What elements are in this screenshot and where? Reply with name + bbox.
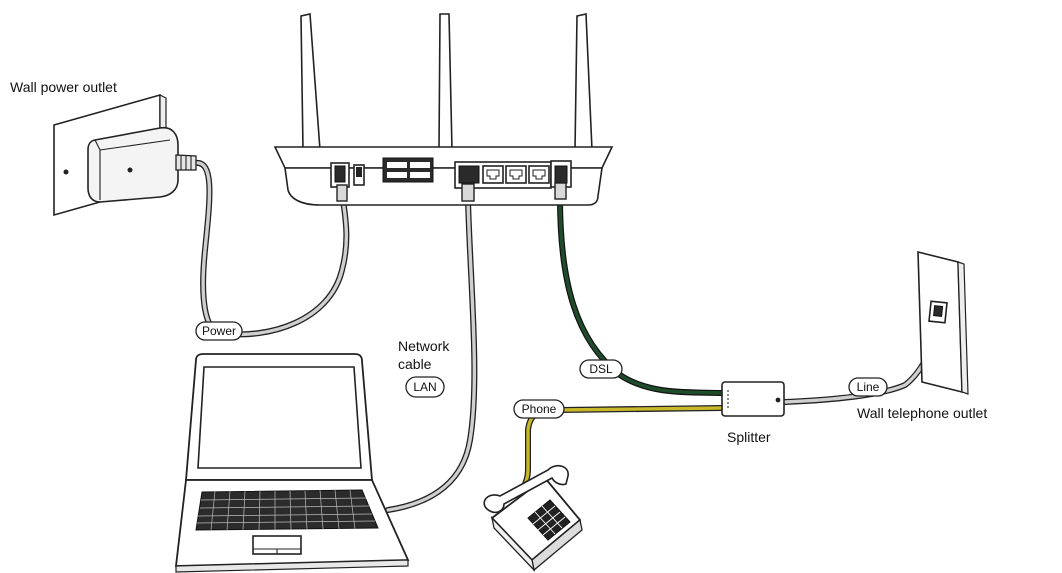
label-network-cable-line2: cable <box>398 356 432 372</box>
laptop-touchpad <box>252 535 302 555</box>
wireless-router <box>273 13 614 206</box>
tag-dsl-text: DSL <box>589 362 613 376</box>
router-power-port <box>330 162 350 188</box>
router-power-switch <box>353 164 365 186</box>
label-splitter: Splitter <box>727 429 771 445</box>
network-cable <box>385 197 478 513</box>
laptop-keyboard <box>195 489 379 531</box>
lan-plug <box>461 183 475 202</box>
splitter <box>721 381 785 417</box>
tag-line: Line <box>848 377 888 397</box>
router-dsl-port <box>550 160 572 188</box>
tag-power: Power <box>195 321 243 341</box>
router-usb-ports <box>382 157 434 183</box>
tag-dsl: DSL <box>579 359 623 379</box>
tag-phone-text: Phone <box>522 402 557 416</box>
router-antennas <box>300 13 593 151</box>
telephone <box>483 464 583 573</box>
telephone-keypad <box>527 499 571 541</box>
tag-line-text: Line <box>857 380 880 394</box>
tag-lan: LAN <box>405 376 445 398</box>
tag-power-text: Power <box>202 324 236 338</box>
router-lan-ports <box>454 161 552 189</box>
dsl-plug <box>554 182 567 200</box>
power-plug <box>336 184 348 202</box>
tag-lan-text: LAN <box>413 380 436 394</box>
power-adapter <box>87 126 197 203</box>
label-wall-power-outlet: Wall power outlet <box>10 79 117 95</box>
label-wall-telephone-outlet: Wall telephone outlet <box>857 405 987 421</box>
laptop <box>174 353 410 573</box>
tag-phone: Phone <box>513 399 565 419</box>
wall-telephone-outlet <box>917 250 969 395</box>
label-network-cable-line1: Network <box>398 338 450 354</box>
